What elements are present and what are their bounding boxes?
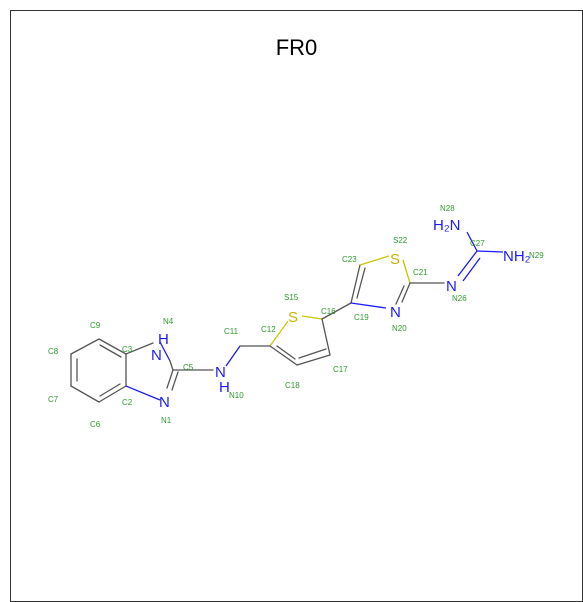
atom-label-n26: N bbox=[446, 278, 457, 295]
inter-ring-bond bbox=[321, 302, 352, 320]
atom-index-c9: C9 bbox=[90, 321, 101, 330]
atom-label-n10-h: H bbox=[219, 379, 230, 396]
atom-index-c18: C18 bbox=[285, 381, 300, 390]
atom-label-n4: N bbox=[151, 347, 162, 364]
atom-index-n4: N4 bbox=[163, 317, 174, 326]
atom-index-s22: S22 bbox=[393, 236, 408, 245]
atom-index-c27: C27 bbox=[470, 239, 485, 248]
thiazole-ring bbox=[350, 255, 411, 309]
imidazole-ring bbox=[125, 341, 179, 401]
atom-index-c3: C3 bbox=[122, 345, 133, 354]
atom-label-n4-h: H bbox=[158, 331, 169, 348]
guanidine-group bbox=[409, 231, 504, 284]
atom-label-n28: H₂N bbox=[433, 217, 461, 234]
atom-index-c19: C19 bbox=[354, 313, 369, 322]
atom-label-n29: NH₂ bbox=[503, 248, 531, 265]
molecule-structure: H N N N H S S N N H₂N NH₂ N4 N1 C3 C2 C5… bbox=[48, 204, 544, 429]
atom-index-c7: C7 bbox=[48, 395, 59, 404]
atom-index-c11: C11 bbox=[224, 327, 239, 336]
atom-label-n1: N bbox=[159, 394, 170, 411]
atom-index-c6: C6 bbox=[90, 420, 101, 429]
atom-label-n20: N bbox=[390, 304, 401, 321]
atom-index-c16: C16 bbox=[321, 307, 336, 316]
diagram-frame: FR0 bbox=[10, 10, 583, 602]
atom-index-c17: C17 bbox=[333, 365, 348, 374]
diagram-title: FR0 bbox=[275, 35, 318, 60]
atom-index-c8: C8 bbox=[48, 347, 59, 356]
atom-label-s15: S bbox=[288, 309, 298, 326]
atom-index-c21: C21 bbox=[413, 268, 428, 277]
atom-index-n20: N20 bbox=[392, 324, 407, 333]
atom-index-n29: N29 bbox=[529, 251, 544, 260]
atom-index-n28: N28 bbox=[440, 204, 455, 213]
atom-index-c23: C23 bbox=[342, 255, 357, 264]
atom-index-labels: N4 N1 C3 C2 C5 C9 C8 C7 C6 N10 C11 C12 S… bbox=[48, 204, 544, 429]
thiophene-ring bbox=[269, 315, 331, 366]
atom-index-n1: N1 bbox=[161, 416, 172, 425]
benzene-ring bbox=[70, 338, 127, 403]
atom-index-c5: C5 bbox=[183, 363, 194, 372]
atom-index-c2: C2 bbox=[122, 398, 133, 407]
atom-labels: H N N N H S S N N H₂N NH₂ bbox=[151, 217, 531, 411]
atom-index-s15: S15 bbox=[284, 293, 299, 302]
atom-index-n26: N26 bbox=[452, 294, 467, 303]
atom-index-c12: C12 bbox=[261, 325, 276, 334]
linker-chain bbox=[172, 345, 271, 371]
atom-label-s22: S bbox=[390, 251, 400, 268]
atom-label-n10: N bbox=[215, 364, 226, 381]
atom-index-n10: N10 bbox=[229, 391, 244, 400]
